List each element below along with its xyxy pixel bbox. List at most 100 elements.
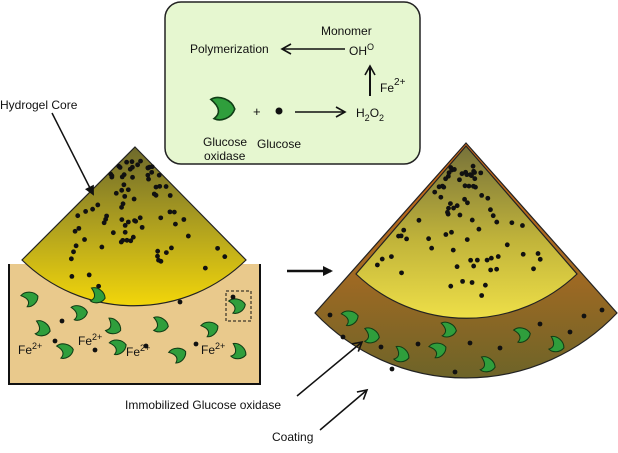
iron-ion-label: Fe2+ xyxy=(78,332,102,348)
catalyst-label: Fe2+ xyxy=(380,77,406,95)
core-particle xyxy=(451,205,456,211)
glucose-dot-icon xyxy=(340,334,346,340)
radical-mark: O xyxy=(367,42,374,52)
core-particle xyxy=(454,264,460,270)
hydrogel-core-right xyxy=(355,145,578,319)
core-particles-right xyxy=(374,163,543,298)
glucose-dot-icon xyxy=(415,341,421,347)
core-particle xyxy=(122,229,128,235)
core-particle xyxy=(509,220,515,226)
core-particle xyxy=(222,254,228,260)
plus-sign: + xyxy=(253,104,261,119)
core-particle xyxy=(416,217,422,223)
iron-ion-label: Fe2+ xyxy=(126,343,150,359)
core-particle xyxy=(137,215,143,221)
radical-base: OH xyxy=(349,44,367,58)
core-particle xyxy=(156,172,162,178)
core-particle xyxy=(167,193,173,198)
core-particle xyxy=(464,237,470,242)
core-particle xyxy=(171,209,177,215)
core-particle xyxy=(146,176,151,182)
core-particle xyxy=(520,251,526,257)
catalyst-base: Fe xyxy=(380,81,394,95)
core-particle xyxy=(478,170,484,176)
core-particle xyxy=(128,238,134,244)
monomer-label: Monomer xyxy=(321,24,372,38)
reaction-box-frame xyxy=(164,1,421,165)
left-panel: Fe2+Fe2+Fe2+Fe2+ Hydrogel Core xyxy=(0,98,261,385)
core-particle xyxy=(124,237,130,243)
core-particle xyxy=(537,256,543,262)
core-particle xyxy=(445,209,450,215)
core-particle xyxy=(462,196,467,202)
glucose-dot-icon xyxy=(92,347,98,353)
core-particle xyxy=(438,194,444,200)
core-particle xyxy=(471,168,477,174)
core-particle xyxy=(122,193,128,199)
core-particle xyxy=(158,215,164,221)
core-particle xyxy=(479,192,485,198)
immobilized-enzyme-label: Immobilized Glucose oxidase xyxy=(125,398,281,412)
glucose-dot-icon xyxy=(177,299,183,305)
core-particle xyxy=(531,266,536,272)
core-particle xyxy=(83,209,89,214)
catalyst-charge: 2+ xyxy=(394,77,406,88)
core-particle xyxy=(181,217,187,222)
core-particle xyxy=(113,190,119,196)
core-particle xyxy=(149,164,155,170)
core-particle xyxy=(167,209,173,215)
core-particle xyxy=(462,183,468,189)
core-particle xyxy=(149,169,155,175)
core-particle xyxy=(469,217,475,223)
core-particle xyxy=(469,173,474,179)
core-particle xyxy=(448,165,454,170)
core-particle xyxy=(471,263,477,269)
core-particle xyxy=(153,184,159,190)
core-particle xyxy=(459,171,465,177)
core-particle xyxy=(448,283,454,289)
core-particle xyxy=(448,201,453,207)
coating-label: Coating xyxy=(272,430,313,444)
core-particle xyxy=(454,203,460,209)
core-particle xyxy=(470,163,476,169)
container-wall xyxy=(8,264,261,385)
core-particle xyxy=(145,172,151,178)
core-particle xyxy=(398,233,404,239)
glucose-dot-icon xyxy=(497,345,503,351)
core-particle xyxy=(69,273,75,279)
core-particle xyxy=(135,162,141,168)
glucose-dot-icon xyxy=(193,341,199,347)
core-particle xyxy=(379,256,385,262)
glucose-dot-icon xyxy=(230,294,236,300)
glucose-dot-icon xyxy=(59,318,65,324)
core-particle xyxy=(151,191,157,197)
core-particle xyxy=(169,245,174,251)
core-particle xyxy=(119,187,125,193)
glucose-dot-icon xyxy=(143,343,149,349)
core-particle xyxy=(520,223,525,228)
core-particle xyxy=(127,166,133,172)
core-particle xyxy=(155,248,161,254)
core-particle xyxy=(96,283,102,289)
core-particle xyxy=(468,257,474,263)
core-particles-left xyxy=(68,158,228,289)
core-particle xyxy=(490,213,496,219)
core-particle xyxy=(484,257,490,263)
core-particle xyxy=(471,183,476,189)
core-particle xyxy=(488,267,494,273)
core-particle xyxy=(494,219,500,225)
core-particle xyxy=(117,165,123,170)
core-particle xyxy=(460,278,465,284)
core-particle xyxy=(173,221,178,227)
core-particle xyxy=(73,243,79,249)
glucose-dot-icon xyxy=(389,366,395,372)
core-particle xyxy=(71,249,76,255)
core-particle xyxy=(95,202,101,208)
core-particle xyxy=(449,229,454,235)
zoom-box xyxy=(225,290,252,322)
core-particle xyxy=(163,250,169,256)
immobilized-enzyme-pointer xyxy=(296,340,364,397)
core-particle xyxy=(472,176,478,182)
core-particle xyxy=(401,227,407,233)
